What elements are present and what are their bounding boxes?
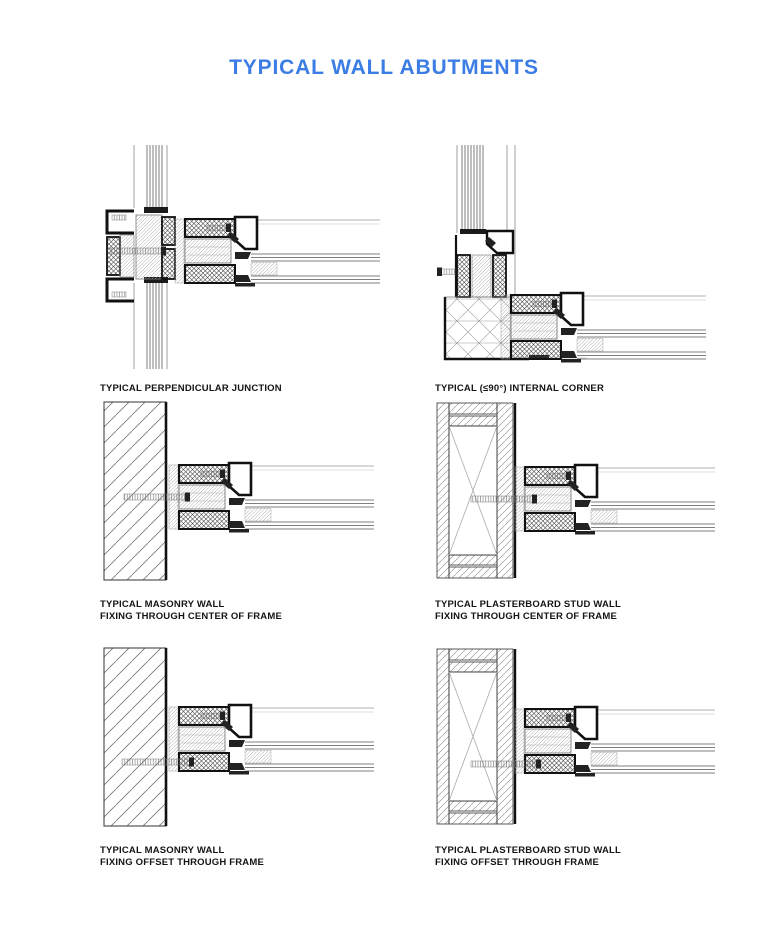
- partition-frame: [173, 215, 380, 288]
- masonry-wall: [103, 647, 167, 827]
- figure-internal-corner: TYPICAL (≤90°) INTERNAL CORNER: [435, 145, 718, 395]
- fixing-screw: [470, 760, 540, 768]
- partition-frame: [167, 703, 376, 776]
- caption-plasterboard-offset-fix: TYPICAL PLASTERBOARD STUD WALL FIXING OF…: [435, 845, 622, 868]
- plasterboard-center-fix-drawing: [436, 402, 715, 579]
- masonry-wall: [103, 401, 167, 581]
- fixing-screw: [470, 495, 536, 503]
- vertical-glazed-wall: [133, 145, 168, 369]
- figure-masonry-center-fix: TYPICAL MASONRY WALL FIXING THROUGH CENT…: [100, 399, 383, 622]
- plasterboard-stud-wall: [436, 402, 517, 579]
- corner-frame-assembly: [437, 229, 587, 361]
- perpendicular-junction-drawing: [105, 145, 380, 369]
- vertical-glazed-wall: [456, 145, 516, 295]
- masonry-offset-fix-drawing: [103, 647, 376, 827]
- partition-frame: [499, 291, 708, 364]
- fixing-screw: [121, 758, 193, 766]
- figure-plasterboard-center-fix: TYPICAL PLASTERBOARD STUD WALL FIXING TH…: [435, 399, 718, 622]
- plasterboard-stud-wall: [436, 648, 517, 825]
- partition-frame: [167, 461, 376, 534]
- fixing-screw: [109, 247, 165, 255]
- caption-masonry-offset-fix: TYPICAL MASONRY WALL FIXING OFFSET THROU…: [100, 845, 264, 868]
- partition-frame: [513, 463, 715, 536]
- internal-corner-drawing: [437, 145, 708, 364]
- page-title: TYPICAL WALL ABUTMENTS: [229, 56, 539, 79]
- figure-masonry-offset-fix: TYPICAL MASONRY WALL FIXING OFFSET THROU…: [100, 645, 383, 868]
- masonry-center-fix-drawing: [103, 401, 376, 581]
- junction-clamp-assembly: [105, 207, 176, 303]
- caption-internal-corner: TYPICAL (≤90°) INTERNAL CORNER: [435, 383, 605, 394]
- partition-frame: [513, 705, 715, 778]
- caption-plasterboard-center-fix: TYPICAL PLASTERBOARD STUD WALL FIXING TH…: [435, 599, 622, 622]
- fixing-screw: [123, 493, 189, 501]
- caption-perpendicular-junction: TYPICAL PERPENDICULAR JUNCTION: [100, 383, 282, 394]
- fixing-screw: [440, 268, 457, 275]
- plasterboard-offset-fix-drawing: [436, 648, 715, 825]
- caption-masonry-center-fix: TYPICAL MASONRY WALL FIXING THROUGH CENT…: [100, 599, 282, 622]
- figure-perpendicular-junction: TYPICAL PERPENDICULAR JUNCTION: [100, 145, 383, 395]
- figure-plasterboard-offset-fix: TYPICAL PLASTERBOARD STUD WALL FIXING OF…: [435, 645, 718, 868]
